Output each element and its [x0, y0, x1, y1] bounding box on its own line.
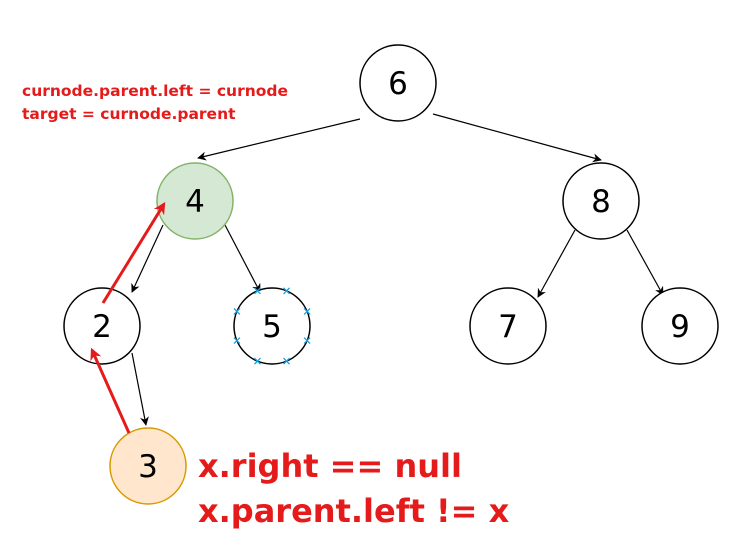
- tree-node-9: 9: [641, 287, 719, 365]
- tree-node-8: 8: [562, 162, 640, 240]
- node-label: 4: [185, 184, 205, 220]
- x-mark-icon: [283, 287, 291, 295]
- tree-node-4: 4: [156, 162, 234, 240]
- edge-2-to-3: [131, 352, 149, 426]
- nodes-layer: 6 4 8 2 5 7 9 3: [63, 44, 719, 505]
- tree-node-3: 3: [109, 427, 187, 505]
- edge-6-to-8: [432, 113, 602, 163]
- node-circle: [562, 162, 640, 240]
- traversal-arrows-layer: [90, 201, 166, 434]
- edge-4-to-2: [131, 224, 164, 293]
- node-circle: [641, 287, 719, 365]
- annotation-bottom: x.right == null x.parent.left != x: [198, 444, 509, 534]
- annotation-top-left: curnode.parent.left = curnode target = c…: [22, 80, 288, 126]
- annotation-line: target = curnode.parent: [22, 105, 236, 123]
- node-circle: [63, 287, 141, 365]
- node-label: 2: [92, 309, 112, 345]
- node-circle: [109, 427, 187, 505]
- removed-marks-layer: [233, 287, 311, 365]
- tree-node-5: 5: [233, 287, 311, 365]
- x-mark-icon: [253, 287, 261, 295]
- annotation-line: x.right == null: [198, 447, 462, 485]
- x-mark-icon: [233, 307, 241, 315]
- node-circle: [359, 44, 437, 122]
- tree-node-2: 2: [63, 287, 141, 365]
- x-mark-icon: [303, 337, 311, 345]
- annotation-line: x.parent.left != x: [198, 492, 510, 530]
- node-circle: [469, 287, 547, 365]
- traversal-arrow-3-to-2: [90, 347, 131, 434]
- tree-node-6: 6: [359, 44, 437, 122]
- traversal-arrow-2-to-4: [101, 201, 166, 304]
- x-mark-icon: [233, 337, 241, 345]
- annotation-line: curnode.parent.left = curnode: [22, 82, 289, 100]
- edges-layer: [131, 113, 664, 426]
- edge-8-to-9: [626, 229, 664, 296]
- edge-4-to-5: [224, 224, 261, 293]
- tree-node-7: 7: [469, 287, 547, 365]
- edge-6-to-4: [197, 118, 361, 161]
- x-mark-icon: [303, 307, 311, 315]
- node-circle: [233, 287, 311, 365]
- node-label: 6: [388, 66, 408, 102]
- node-label: 9: [670, 309, 690, 345]
- x-mark-icon: [283, 357, 291, 365]
- node-label: 5: [262, 309, 282, 345]
- edge-8-to-7: [537, 229, 576, 298]
- x-mark-icon: [253, 357, 261, 365]
- node-label: 8: [591, 184, 611, 220]
- node-label: 3: [138, 449, 158, 485]
- node-circle: [156, 162, 234, 240]
- node-label: 7: [498, 309, 518, 345]
